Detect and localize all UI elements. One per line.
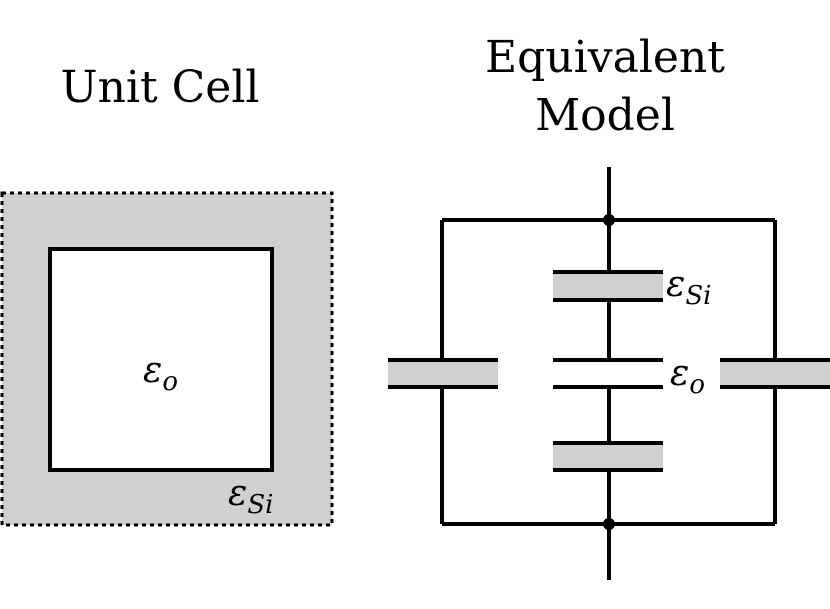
capacitor-center-top <box>553 270 663 302</box>
unit-cell: εo εSi <box>0 191 334 527</box>
vacuum-region <box>48 247 274 472</box>
capacitor-right <box>720 358 830 389</box>
junction-bottom <box>603 518 615 530</box>
capacitor-center-middle <box>553 358 663 389</box>
unit-outer-label: εSi <box>228 473 273 520</box>
junction-top <box>603 214 615 226</box>
unit-cell-title: Unit Cell <box>60 62 260 113</box>
capacitor-center-bottom <box>553 441 663 472</box>
capacitor-left <box>388 358 498 389</box>
unit-inner-label: εo <box>143 350 178 397</box>
cap-mid-label: εo <box>670 353 705 400</box>
cap-top-label: εSi <box>666 264 711 311</box>
equivalent-model-title-line1: Equivalent <box>485 32 725 83</box>
equivalent-model-title-line2: Model <box>535 90 675 141</box>
